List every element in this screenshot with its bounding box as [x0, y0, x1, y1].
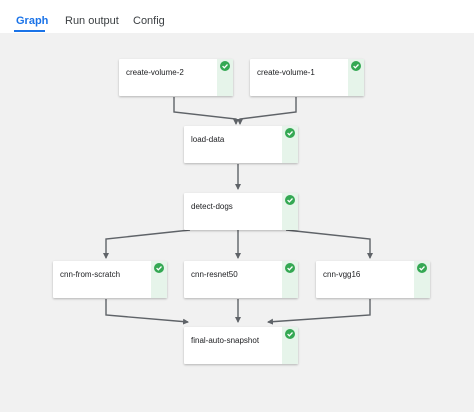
node-load-data[interactable]: load-data — [184, 126, 298, 163]
check-circle-icon — [285, 329, 295, 339]
node-create-volume-2[interactable]: create-volume-2 — [119, 59, 233, 96]
node-status-succeeded — [217, 59, 233, 96]
node-status-succeeded — [282, 327, 298, 364]
node-status-succeeded — [282, 261, 298, 298]
check-circle-icon — [285, 128, 295, 138]
node-status-succeeded — [348, 59, 364, 96]
node-detect-dogs[interactable]: detect-dogs — [184, 193, 298, 230]
node-status-succeeded — [414, 261, 430, 298]
node-final-auto-snapshot[interactable]: final-auto-snapshot — [184, 327, 298, 364]
node-cnn-from-scratch[interactable]: cnn-from-scratch — [53, 261, 167, 298]
check-circle-icon — [285, 263, 295, 273]
node-label: create-volume-1 — [257, 68, 315, 77]
active-tab-indicator — [14, 30, 45, 32]
node-label: load-data — [191, 135, 225, 144]
tab-graph[interactable]: Graph — [16, 15, 49, 27]
tab-config[interactable]: Config — [133, 15, 165, 27]
check-circle-icon — [417, 263, 427, 273]
node-label: cnn-from-scratch — [60, 270, 121, 279]
tab-bar: Graph Run output Config — [0, 0, 474, 32]
node-label: cnn-vgg16 — [323, 270, 361, 279]
check-circle-icon — [351, 61, 361, 71]
node-label: cnn-resnet50 — [191, 270, 238, 279]
node-label: final-auto-snapshot — [191, 336, 260, 345]
node-status-succeeded — [151, 261, 167, 298]
check-circle-icon — [285, 195, 295, 205]
tab-run-output[interactable]: Run output — [65, 15, 119, 27]
check-circle-icon — [220, 61, 230, 71]
node-label: create-volume-2 — [126, 68, 184, 77]
node-status-succeeded — [282, 126, 298, 163]
check-circle-icon — [154, 263, 164, 273]
node-cnn-vgg16[interactable]: cnn-vgg16 — [316, 261, 430, 298]
node-status-succeeded — [282, 193, 298, 230]
node-label: detect-dogs — [191, 202, 233, 211]
node-create-volume-1[interactable]: create-volume-1 — [250, 59, 364, 96]
node-cnn-resnet50[interactable]: cnn-resnet50 — [184, 261, 298, 298]
